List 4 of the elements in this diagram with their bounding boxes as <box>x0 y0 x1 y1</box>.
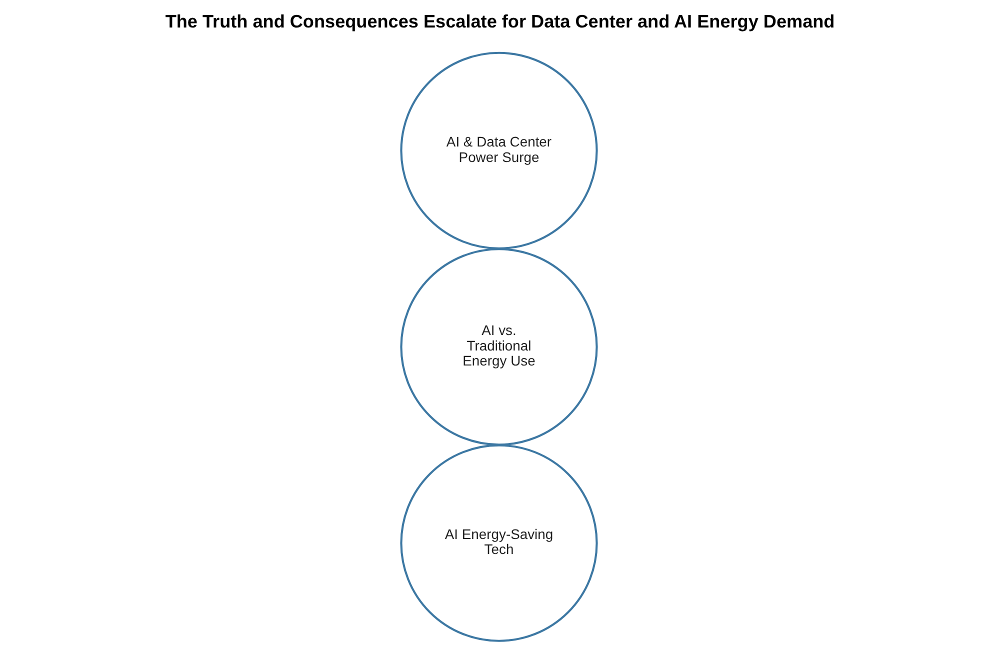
node-circle: AI vs. Traditional Energy Use <box>400 248 598 446</box>
diagram-title: The Truth and Consequences Escalate for Data Center and AI Energy Demand <box>165 12 835 32</box>
node-circle: AI & Data Center Power Surge <box>400 52 598 250</box>
node-circle: AI Energy-Saving Tech <box>400 444 598 642</box>
